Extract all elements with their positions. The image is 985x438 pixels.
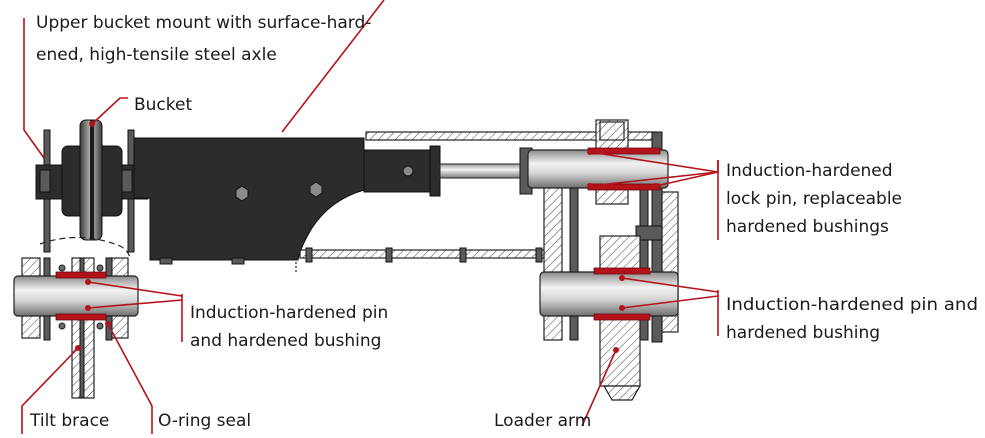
lower-link-bar (299, 249, 551, 259)
label-lock-pin-line3: hardened bushings (726, 217, 889, 237)
bucket-cylinder-body (133, 137, 533, 265)
lock-pin (527, 147, 669, 191)
tilt-brace-assembly (13, 257, 139, 399)
label-lock-pin-line2: lock pin, replaceable (726, 189, 902, 209)
loader-arm-pin (539, 267, 679, 321)
bucket-outline-dashed (39, 236, 131, 259)
label-pin-bushing-right-line2: hardened bushing (726, 323, 880, 343)
lower-link-bolts (305, 247, 543, 263)
label-bucket: Bucket (134, 95, 192, 115)
label-pin-bushing-right-line1: Induction-hardened pin and (726, 295, 978, 315)
upper-bucket-mount (35, 119, 149, 253)
label-o-ring-seal: O-ring seal (158, 411, 251, 431)
label-lock-pin-line1: Induction-hardened (726, 161, 893, 181)
label-upper-mount-line2: ened, high-tensile steel axle (36, 45, 277, 65)
label-pin-bushing-left-line1: Induction-hardened pin (190, 303, 388, 323)
label-pin-bushing-left-line2: and hardened bushing (190, 331, 381, 351)
label-loader-arm: Loader arm (494, 411, 591, 431)
label-upper-mount-line1: Upper bucket mount with surface-hard- (36, 13, 371, 33)
label-tilt-brace: Tilt brace (29, 411, 109, 431)
leader-lines (21, 0, 719, 434)
